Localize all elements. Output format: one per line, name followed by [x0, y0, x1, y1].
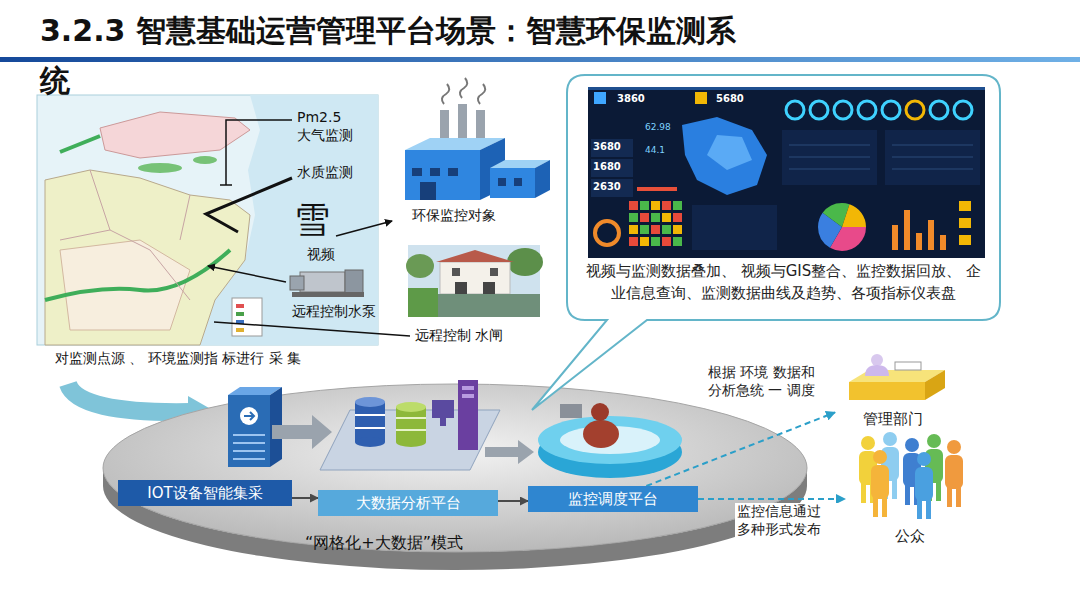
annotation: 环保监控对象 [412, 207, 496, 225]
dashboard-value: 3680 [593, 141, 621, 154]
node-text: 监控调度平台 [568, 490, 658, 509]
platform-disk [103, 384, 807, 570]
node-text: IOT设备智能集采 [147, 484, 262, 503]
annotation: Pm2.5 大气监测 [297, 109, 357, 144]
dashboard-value: 1680 [593, 161, 621, 174]
actor-box: 公众 [845, 430, 975, 545]
console-icon [538, 403, 682, 478]
annotation: 远程控制水泵 [292, 303, 376, 321]
leader-lines [206, 120, 410, 336]
node-text: 视频与监测数据叠加、 视频与GIS整合、监控数据回放、 企业信息查询、监测数据曲… [581, 261, 986, 305]
dashboard-value: 3860 [617, 93, 645, 106]
connector [292, 497, 318, 499]
platform-band: 监控调度平台 [528, 486, 698, 512]
actor-box: 管理部门 [835, 352, 950, 428]
edge-label: 监控信息通过 多种形式发布 [735, 503, 839, 538]
callout-bubble [567, 75, 1000, 320]
annotation: 水质监测 [297, 164, 353, 182]
connector [698, 498, 845, 500]
map [37, 95, 378, 345]
connector [646, 412, 835, 486]
node-text: 大数据分析平台 [356, 494, 461, 513]
public-icon [845, 430, 975, 522]
node-text: 公众 [895, 527, 925, 545]
bigdata-icon [320, 380, 500, 470]
platform-band: IOT设备智能集采 [118, 480, 292, 506]
edge-label: 根据 环境 数据和 分析急统 一 调度 [706, 364, 828, 399]
title-bar [0, 57, 1080, 62]
node-text: 管理部门 [863, 410, 923, 428]
factory-icon [405, 78, 550, 200]
sluice-photo [406, 245, 543, 317]
callout-box: 视频与监测数据叠加、 视频与GIS整合、监控数据回放、 企业信息查询、监测数据曲… [567, 75, 1000, 320]
flow-arrow [485, 440, 534, 464]
pump-photo [290, 270, 364, 297]
connector [498, 500, 528, 502]
annotation: 雪 [294, 202, 330, 238]
annotation: 对监测点源 、 环境监测指 标进行 采 集 [55, 350, 390, 368]
annotation: 远程控制 水闸 [415, 327, 503, 345]
dashboard-value: 2630 [593, 181, 621, 194]
annotation: 视频 [307, 246, 335, 264]
annotation: “网格化+大数据”模式 [305, 533, 463, 553]
dashboard-value: 5680 [716, 93, 744, 106]
dashboard-value: 62.98 [645, 122, 671, 133]
platform-band: 大数据分析平台 [318, 490, 498, 516]
flow-arrow [272, 415, 332, 449]
manager-icon [835, 352, 950, 408]
dashboard-value: 44.1 [645, 145, 665, 156]
